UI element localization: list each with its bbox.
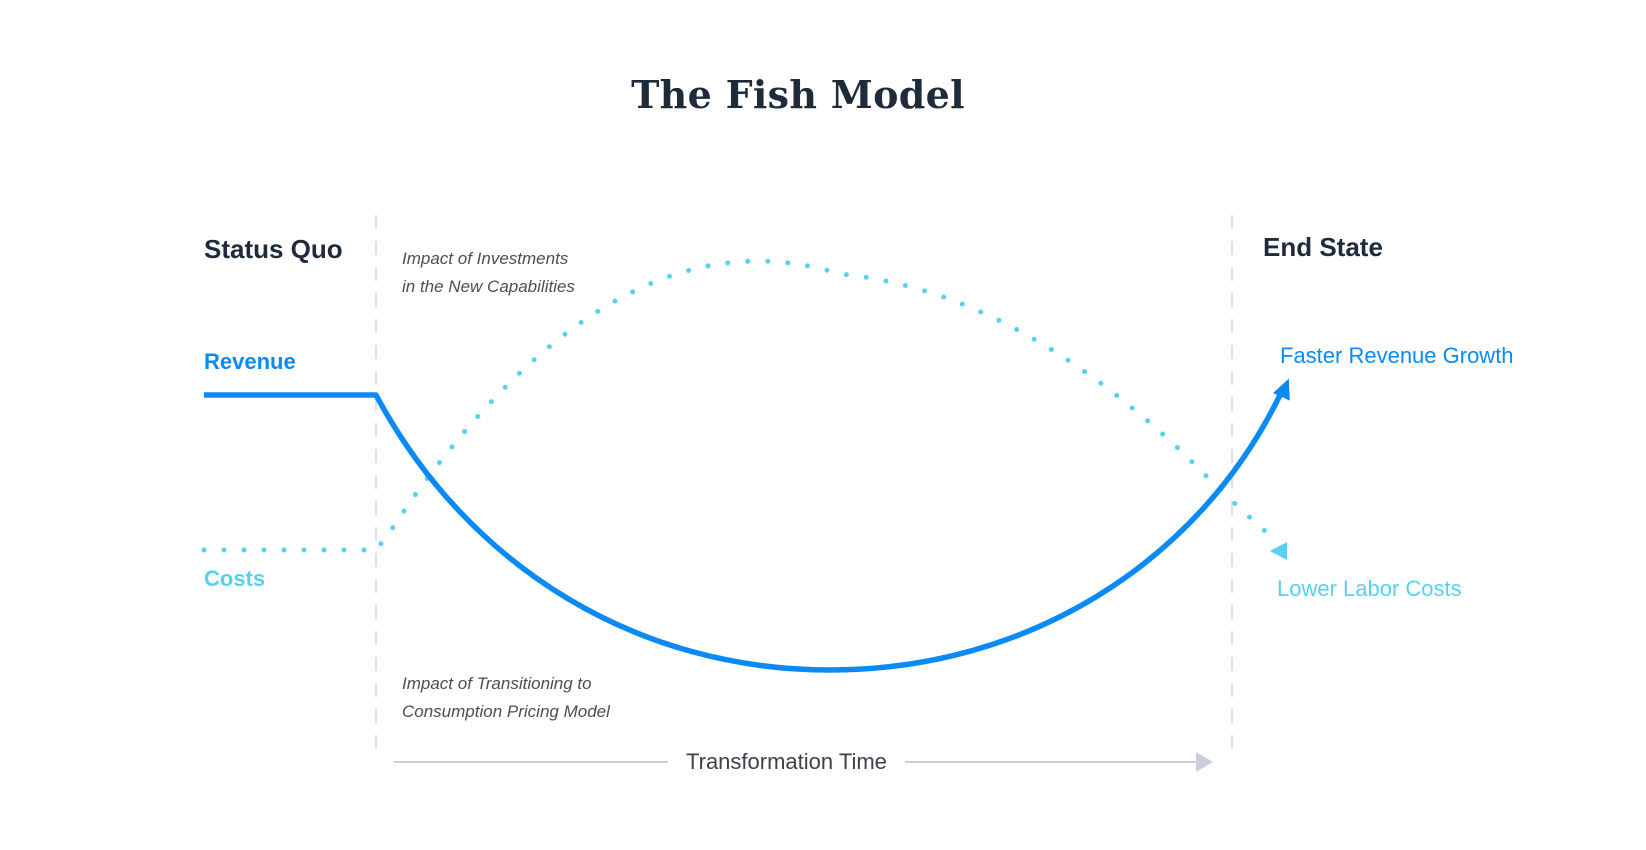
investments-annotation: Impact of Investments in the New Capabil… (402, 245, 575, 301)
transition-annotation-line-2: Consumption Pricing Model (402, 702, 610, 721)
costs-label: Costs (204, 566, 266, 591)
costs-arrowhead-icon (1270, 542, 1287, 560)
revenue-line (204, 392, 1283, 673)
diagram-title: The Fish Model (631, 72, 965, 117)
investments-annotation-line-2: in the New Capabilities (402, 277, 575, 296)
costs-line (201, 258, 1275, 553)
revenue-label: Revenue (204, 349, 296, 374)
transformation-time-label: Transformation Time (668, 749, 905, 775)
end-state-heading: End State (1263, 232, 1383, 262)
investments-annotation-line-1: Impact of Investments (402, 249, 569, 268)
revenue-arrowhead-icon (1273, 378, 1290, 401)
time-axis-arrowhead-icon (1196, 752, 1213, 772)
transition-annotation: Impact of Transitioning to Consumption P… (402, 670, 610, 726)
faster-revenue-growth-label: Faster Revenue Growth (1280, 343, 1514, 368)
status-quo-heading: Status Quo (204, 234, 343, 264)
transition-annotation-line-1: Impact of Transitioning to (402, 674, 592, 693)
lower-labor-costs-label: Lower Labor Costs (1277, 576, 1462, 601)
